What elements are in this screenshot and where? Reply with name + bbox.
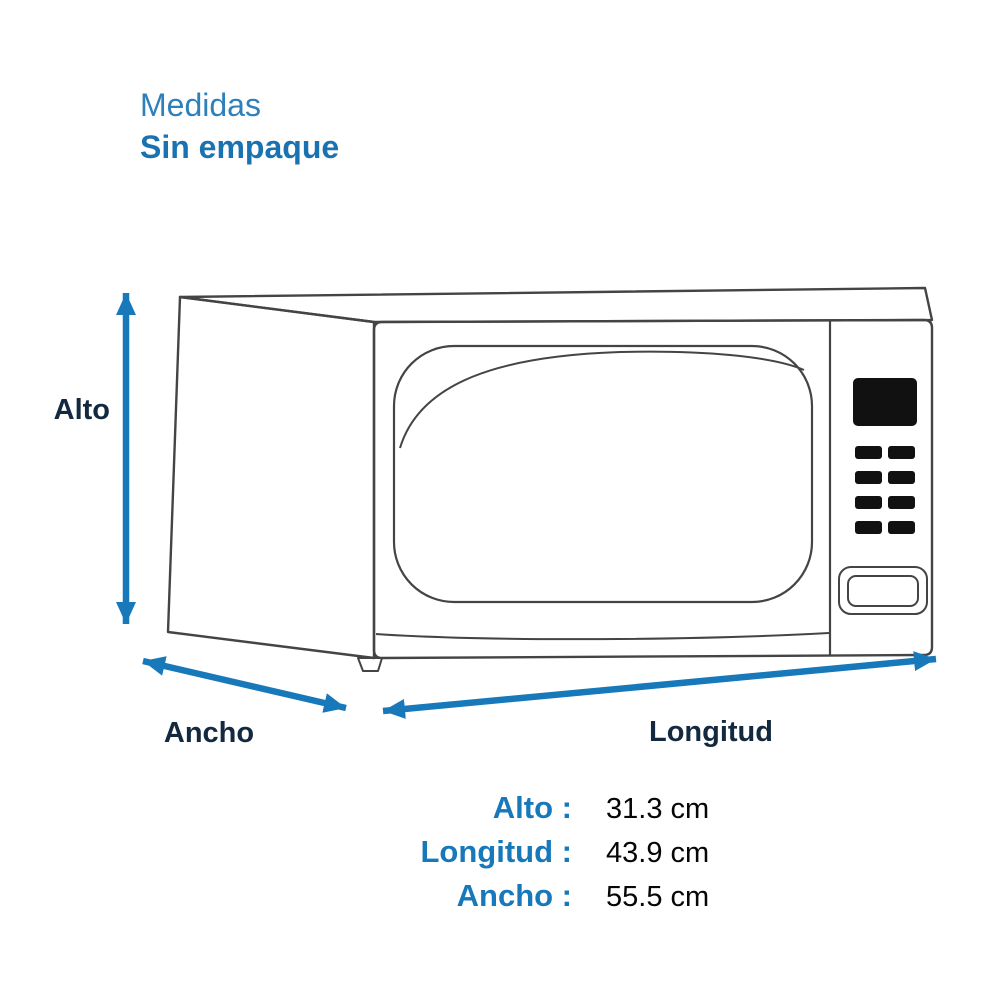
- door-window-highlight: [399, 350, 805, 449]
- keypad-button: [888, 521, 915, 534]
- alto-arrow-label: Alto: [54, 394, 110, 426]
- dimension-row-ancho: Ancho : 55.5 cm: [0, 878, 1000, 922]
- dimension-value: 31.3 cm: [606, 793, 710, 825]
- ancho-arrow: [142, 656, 347, 713]
- door-window: [392, 344, 814, 604]
- control-display: [853, 378, 917, 426]
- keypad-button: [855, 521, 882, 534]
- dimension-row-alto: Alto : 31.3 cm: [0, 790, 1000, 834]
- keypad-button: [888, 446, 915, 459]
- keypad-button: [855, 496, 882, 509]
- microwave-side-face: [166, 295, 376, 660]
- dimension-values: Alto : 31.3 cm Longitud : 43.9 cm Ancho …: [0, 790, 1000, 922]
- dimension-label: Alto :: [492, 790, 572, 825]
- dimension-value: 55.5 cm: [606, 881, 710, 913]
- keypad-button: [855, 446, 882, 459]
- keypad-button: [888, 471, 915, 484]
- microwave-foot: [357, 657, 383, 672]
- keypad-button: [855, 471, 882, 484]
- longitud-arrow: [382, 651, 937, 719]
- dimension-value: 43.9 cm: [606, 837, 710, 869]
- microwave-front-face: [372, 318, 934, 660]
- dimension-label: Ancho :: [456, 878, 572, 913]
- keypad-buttons: [855, 446, 915, 534]
- microwave-illustration: [166, 286, 934, 672]
- longitud-arrow-label: Longitud: [649, 716, 773, 748]
- title-sin-empaque: Sin empaque: [140, 129, 340, 165]
- door-open-button-inner: [847, 575, 919, 607]
- dimension-label: Longitud :: [420, 834, 573, 869]
- dimension-row-longitud: Longitud : 43.9 cm: [0, 834, 1000, 878]
- microwave-top-face: [178, 286, 934, 324]
- title-medidas: Medidas: [140, 87, 261, 123]
- keypad-button: [888, 496, 915, 509]
- door-open-button-outer: [838, 566, 928, 615]
- door-lower-trim: [375, 632, 830, 641]
- ancho-arrow-label: Ancho: [164, 717, 254, 749]
- figure-title: Medidas Sin empaque: [140, 84, 339, 168]
